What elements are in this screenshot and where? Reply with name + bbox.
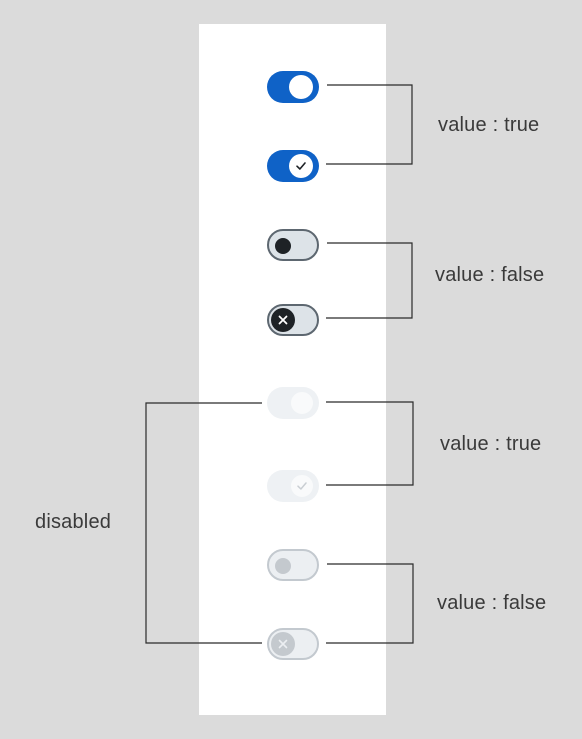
toggle-disabled-on [267, 387, 319, 419]
toggle-disabled-off-with-close [267, 628, 319, 660]
toggle-showcase-panel [199, 24, 386, 715]
toggle-knob [271, 632, 295, 656]
toggle-on[interactable] [267, 71, 319, 103]
disabled-label: disabled [35, 511, 112, 533]
toggle-knob [289, 75, 313, 99]
toggle-off-with-close[interactable] [267, 304, 319, 336]
toggle-knob [289, 154, 313, 178]
toggle-knob [290, 474, 314, 498]
group-label-true-disabled: value : true [440, 433, 542, 455]
check-icon [297, 482, 307, 490]
bracket-disabled [145, 402, 262, 644]
toggle-knob [290, 391, 314, 415]
group-label-true-enabled: value : true [438, 114, 540, 136]
toggle-knob [275, 558, 291, 574]
close-icon [278, 639, 288, 649]
check-icon [296, 162, 306, 170]
toggle-off[interactable] [267, 229, 319, 261]
close-icon [278, 315, 288, 325]
group-label-false-enabled: value : false [435, 264, 545, 286]
toggle-disabled-on-with-check [267, 470, 319, 502]
group-label-false-disabled: value : false [437, 592, 547, 614]
bracket-value-false-enabled [326, 242, 413, 319]
toggle-on-with-check[interactable] [267, 150, 319, 182]
toggle-knob [271, 308, 295, 332]
bracket-value-true-disabled [326, 401, 414, 486]
bracket-value-true-enabled [326, 84, 413, 165]
bracket-value-false-disabled [326, 563, 414, 644]
toggle-disabled-off [267, 549, 319, 581]
toggle-knob [275, 238, 291, 254]
